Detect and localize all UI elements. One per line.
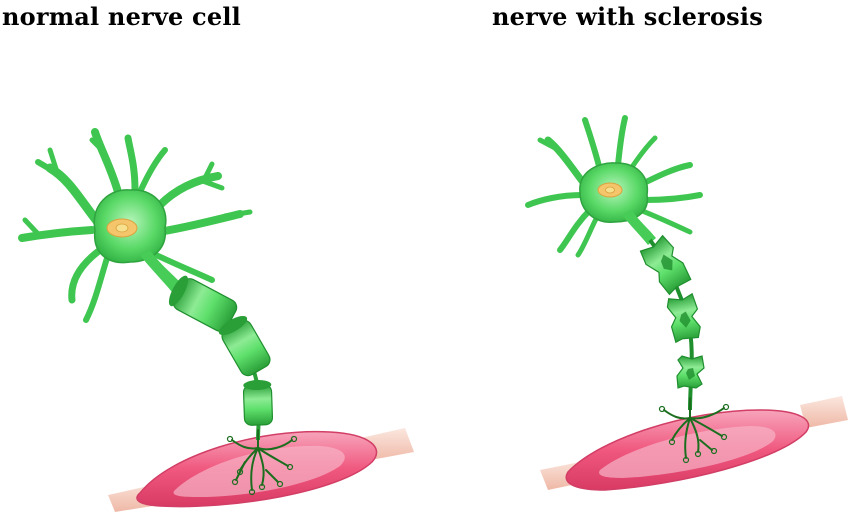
normal-nerve-cell — [18, 128, 414, 512]
myelin-segment-3 — [242, 379, 274, 426]
myelin-segment-2 — [218, 315, 271, 377]
dendrites-left — [18, 128, 253, 323]
nerve-endings-left — [231, 429, 293, 491]
title-normal-nerve-cell: normal nerve cell — [2, 2, 241, 31]
nerve-endings-right — [663, 397, 725, 459]
tendon-right-end — [800, 396, 848, 428]
muscle-fiber-left — [108, 428, 414, 512]
damaged-myelin-sheath-right — [639, 234, 705, 389]
title-nerve-with-sclerosis: nerve with sclerosis — [492, 2, 763, 31]
nucleolus-left — [115, 223, 129, 233]
axon-hillock-right — [622, 210, 656, 245]
damaged-myelin-segment-1 — [639, 234, 692, 296]
muscle-highlight-left — [173, 445, 345, 498]
myelin-sheath-left — [168, 275, 274, 426]
axon-hillock-left — [140, 250, 182, 292]
muscle-fiber-right — [540, 396, 848, 491]
terminal-buttons-right — [658, 403, 730, 464]
muscle-highlight-right — [599, 426, 776, 478]
nucleolus-right — [605, 186, 615, 194]
terminal-buttons-left — [226, 435, 298, 496]
myelin-segment-1 — [168, 275, 238, 332]
damaged-myelin-segment-2 — [666, 292, 701, 344]
damaged-myelin-segment-3 — [676, 355, 705, 389]
sclerotic-nerve-cell — [525, 115, 848, 491]
